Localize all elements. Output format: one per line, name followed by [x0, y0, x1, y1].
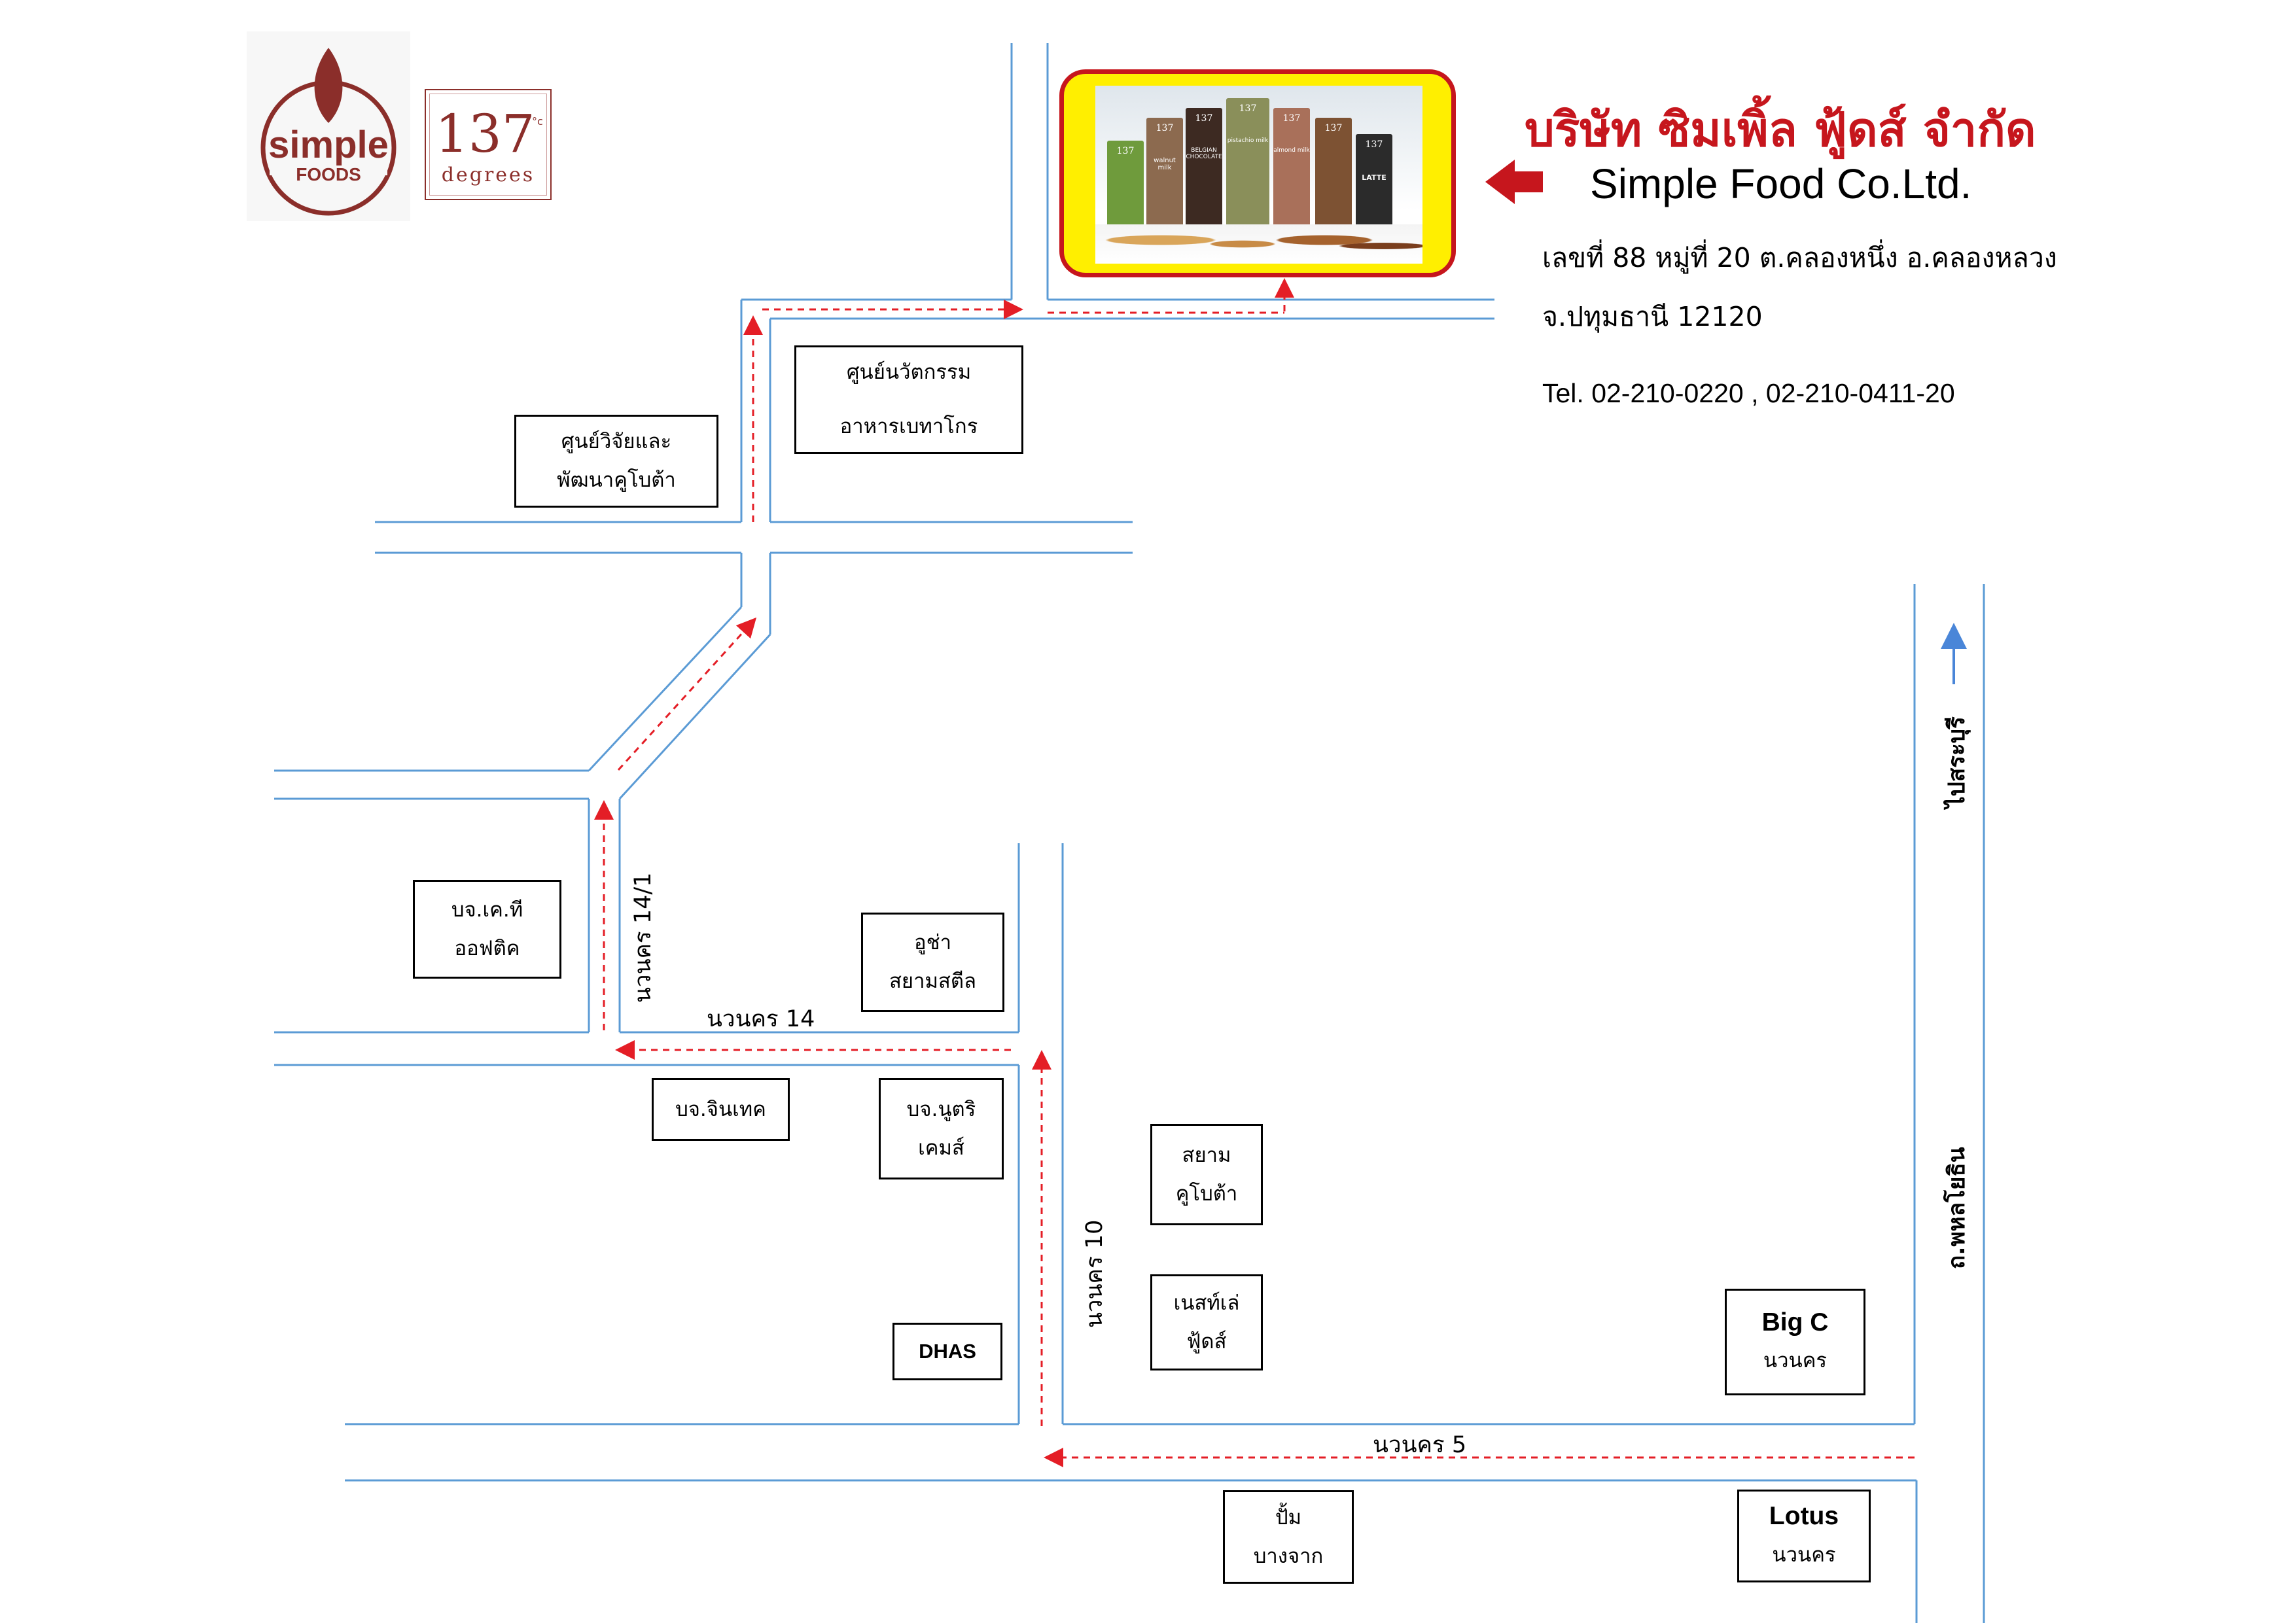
degrees-137-logo: 137 °c degrees — [425, 89, 552, 200]
product-pack: 137 — [1315, 118, 1352, 239]
nuts-image — [1095, 224, 1422, 264]
landmark-nestle-foods: เนสท์เล่ ฟู้ดส์ — [1150, 1274, 1263, 1370]
company-name-thai: บริษัท ซิมเพิ้ล ฟู้ดส์ จำกัด — [1525, 102, 2036, 157]
company-address-line-1: เลขที่ 88 หมู่ที่ 20 ต.คลองหนึ่ง อ.คลองห… — [1542, 242, 2057, 273]
company-telephone: Tel. 02-210-0220 , 02-210-0411-20 — [1542, 378, 1955, 408]
route-segment-diagonal — [617, 617, 757, 771]
logo-word-simple: simple — [268, 124, 389, 166]
road-edges — [274, 43, 1985, 1623]
road-label-to-saraburi: ไปสระบุรี — [1944, 716, 1970, 808]
logo-137-number: 137 — [435, 103, 535, 164]
landmark-food-innovation-center: ศูนย์นวัตกรรม อาหารเบทาโกร — [794, 345, 1023, 454]
landmark-usha-siam-steel: อูช่า สยามสตีล — [861, 913, 1004, 1012]
road-label-navanakorn-5: นวนคร 5 — [1373, 1432, 1467, 1458]
logo-137-word: degrees — [441, 164, 535, 186]
company-address-line-2: จ.ปทุมธานี 12120 — [1542, 301, 1763, 332]
road-label-navanakorn-14: นวนคร 14 — [707, 1006, 815, 1032]
landmark-pump-bangchak: ปั้ม บางจาก — [1223, 1490, 1354, 1584]
landmark-big-c: Big C นวนคร — [1725, 1289, 1865, 1395]
company-pointer-arrow — [1485, 160, 1543, 204]
landmark-kt-optic: บจ.เค.ที ออฟติค — [413, 880, 561, 979]
road-label-navanakorn-14-1: นวนคร 14/1 — [630, 872, 656, 1003]
logo-word-foods: FOODS — [296, 164, 361, 184]
landmark-nutrichems: บจ.นูตริ เคมส์ — [879, 1078, 1004, 1179]
leaf-icon — [260, 48, 397, 216]
landmark-siam-kubota: สยาม คูโบต้า — [1150, 1124, 1263, 1225]
logo-137-unit: °c — [532, 115, 543, 128]
landmark-kubota-rd-center: ศูนย์วิจัยและ พัฒนาคูโบต้า — [514, 415, 718, 508]
simple-foods-logo: simple FOODS — [247, 31, 410, 221]
route-path — [594, 278, 1915, 1467]
road-label-navanakorn-10: นวนคร 10 — [1082, 1219, 1108, 1328]
landmark-dhas: DHAS — [892, 1323, 1002, 1380]
road-label-phahonyothin: ถ.พหลโยธิน — [1944, 1147, 1970, 1269]
landmark-jintec: บจ.จินเทค — [652, 1078, 790, 1141]
company-name-english: Simple Food Co.Ltd. — [1590, 160, 1972, 207]
product-pack: 137 — [1107, 141, 1144, 239]
landmark-lotus: Lotus นวนคร — [1737, 1490, 1871, 1582]
